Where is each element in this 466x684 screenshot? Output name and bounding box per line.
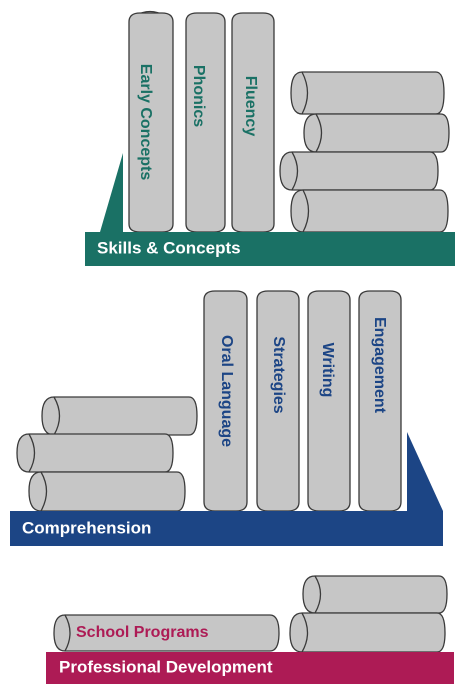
book-early-concepts: Early Concepts [128,10,174,233]
professional-section: School Programs Professional Development [46,575,454,684]
professional-book-stack [289,575,448,653]
book-label-strategies: Strategies [270,336,287,413]
skills-shelf-label: Skills & Concepts [97,238,241,257]
book-label-engagement: Engagement [371,317,388,414]
comprehension-bookend [407,432,443,511]
book-label-writing: Writing [319,343,336,398]
skills-book-stack [279,71,450,233]
book-engagement: Engagement [358,290,402,512]
professional-shelf [46,652,454,684]
skills-shelf [85,232,455,266]
book-label-early-concepts: Early Concepts [137,64,154,181]
book-strategies: Strategies [256,290,300,512]
book-label-fluency: Fluency [242,76,259,137]
book-writing: Writing [307,290,351,512]
book-oral-language: Oral Language [203,290,248,512]
skills-bookend [100,153,123,232]
book-school-programs: School Programs [53,614,280,652]
comprehension-book-stack [16,396,198,512]
book-label-phonics: Phonics [190,65,207,127]
comprehension-shelf [10,511,443,546]
professional-shelf-label: Professional Development [59,657,273,676]
book-label-oral-language: Oral Language [218,335,235,447]
comprehension-section: Oral Language Strategies Writing Engagem… [10,290,443,546]
skills-section: Early Concepts Phonics Fluency [85,10,455,266]
book-phonics: Phonics [185,12,226,233]
book-label-school-programs: School Programs [76,624,209,641]
comprehension-shelf-label: Comprehension [22,518,151,537]
book-fluency: Fluency [231,12,275,233]
